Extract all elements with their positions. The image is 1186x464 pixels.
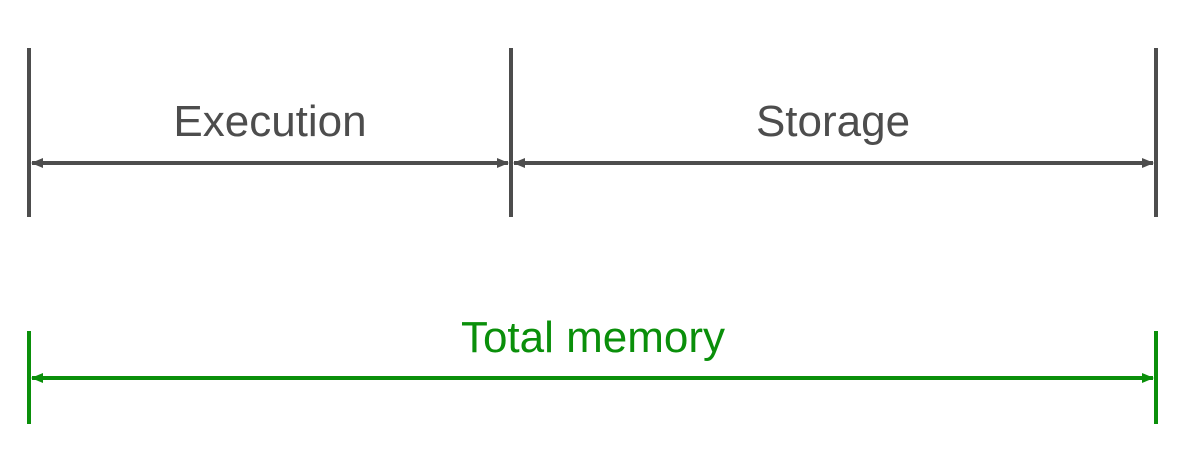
storage-label: Storage [756,97,910,146]
total-row: Total memory [27,313,1158,424]
execution-label: Execution [173,97,366,146]
segment-row: Execution Storage [27,48,1158,217]
total-memory-label: Total memory [461,313,725,362]
